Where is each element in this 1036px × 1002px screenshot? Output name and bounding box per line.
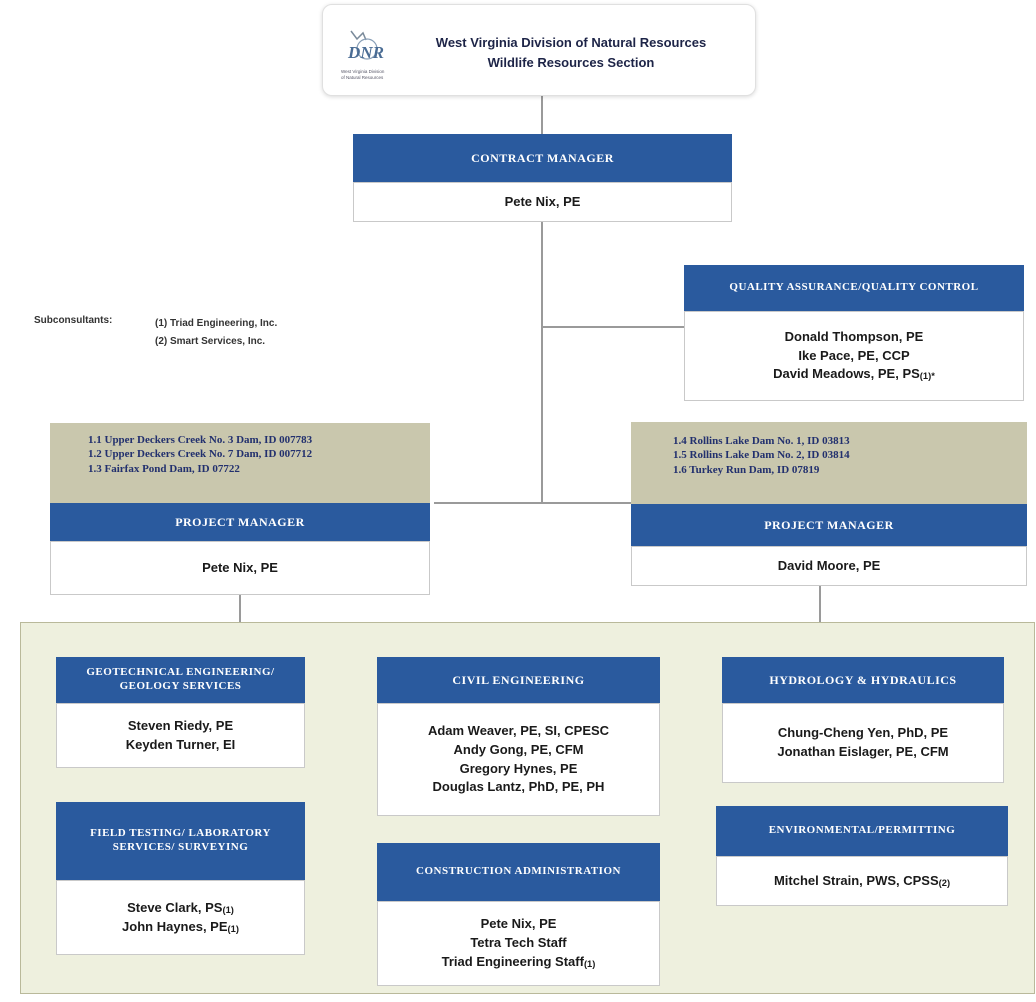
geotech-box: Steven Riedy, PE Keyden Turner, EI <box>56 703 305 768</box>
environmental-box: Mitchel Strain, PWS, CPSS(2) <box>716 856 1008 906</box>
hydro-person-2: Jonathan Eislager, PE, CFM <box>777 744 949 759</box>
civil-header: CIVIL ENGINEERING <box>377 657 660 703</box>
left-dam-list: 1.1 Upper Deckers Creek No. 3 Dam, ID 00… <box>50 423 430 503</box>
contract-manager-name: Pete Nix, PE <box>504 193 581 209</box>
qa-person-3-note: (1)* <box>919 371 935 382</box>
civil-person-4: Douglas Lantz, PhD, PE, PH <box>432 779 605 795</box>
dam-1-6: 1.6 Turkey Run Dam, ID 07819 <box>673 463 820 476</box>
geotech-header: GEOTECHNICAL ENGINEERING/ GEOLOGY SERVIC… <box>56 657 305 703</box>
qa-qc-box: Donald Thompson, PE Ike Pace, PE, CCP Da… <box>684 311 1024 401</box>
subconsultant-2: (2) Smart Services, Inc. <box>155 336 266 347</box>
dam-1-3: 1.3 Fairfax Pond Dam, ID 07722 <box>88 462 240 475</box>
organization-header: DNR West Virginia Division of Natural Re… <box>322 4 756 96</box>
civil-person-1: Adam Weaver, PE, SI, CPESC <box>427 722 610 738</box>
civil-box: Adam Weaver, PE, SI, CPESC Andy Gong, PE… <box>377 703 660 816</box>
dam-1-5: 1.5 Rollins Lake Dam No. 2, ID 03814 <box>673 449 850 462</box>
construction-header: CONSTRUCTION ADMINISTRATION <box>377 843 660 901</box>
dnr-logo: DNR West Virginia Division of Natural Re… <box>333 25 397 89</box>
qa-person-1: Donald Thompson, PE <box>784 328 924 344</box>
environmental-header: ENVIRONMENTAL/PERMITTING <box>716 806 1008 856</box>
hydro-header: HYDROLOGY & HYDRAULICS <box>722 657 1004 703</box>
civil-person-3: Gregory Hynes, PE <box>459 760 578 776</box>
left-project-manager-box: Pete Nix, PE <box>50 541 430 595</box>
construction-box: Pete Nix, PE Tetra Tech Staff Triad Engi… <box>377 901 660 986</box>
left-project-manager-header: PROJECT MANAGER <box>50 503 430 541</box>
field-person-1-note: (1) <box>222 904 234 915</box>
connector-right-pm-teams <box>819 585 821 623</box>
construction-person-3-note: (1) <box>583 958 596 969</box>
contract-manager-box: Pete Nix, PE <box>353 182 732 222</box>
contract-manager-header: CONTRACT MANAGER <box>353 134 732 182</box>
geotech-person-1: Steven Riedy, PE <box>127 717 234 733</box>
field-person-2-note: (1) <box>227 923 239 934</box>
civil-person-2: Andy Gong, PE, CFM <box>453 741 584 757</box>
connector-project-horizontal <box>434 502 631 504</box>
right-dam-list: 1.4 Rollins Lake Dam No. 1, ID 03813 1.5… <box>631 422 1027 504</box>
dam-1-1: 1.1 Upper Deckers Creek No. 3 Dam, ID 00… <box>88 434 313 446</box>
connector-header-contract <box>541 96 543 134</box>
field-testing-box: Steve Clark, PS(1) John Haynes, PE(1) <box>56 880 305 955</box>
right-project-manager-header: PROJECT MANAGER <box>631 504 1027 546</box>
svg-text:of Natural Resources: of Natural Resources <box>341 75 384 80</box>
header-line-2: Wildlife Resources Section <box>487 54 655 70</box>
header-line-1: West Virginia Division of Natural Resour… <box>435 35 707 50</box>
logo-caption: West Virginia Division <box>341 69 385 74</box>
construction-person-3: Triad Engineering Staff(1) <box>441 953 596 969</box>
geotech-person-2: Keyden Turner, EI <box>125 736 236 752</box>
qa-person-3: David Meadows, PE, PS(1)* <box>773 366 935 382</box>
header-title: West Virginia Division of Natural Resour… <box>401 33 741 72</box>
field-person-2: John Haynes, PE(1) <box>122 918 239 934</box>
dam-1-4: 1.4 Rollins Lake Dam No. 1, ID 03813 <box>673 435 850 447</box>
dam-1-2: 1.2 Upper Deckers Creek No. 7 Dam, ID 00… <box>88 448 313 461</box>
right-project-manager-box: David Moore, PE <box>631 546 1027 586</box>
field-testing-header: FIELD TESTING/ LABORATORY SERVICES/ SURV… <box>56 802 305 880</box>
environmental-person-1-note: (2) <box>938 877 951 888</box>
construction-person-1: Pete Nix, PE <box>480 916 557 932</box>
construction-person-2: Tetra Tech Staff <box>470 935 567 951</box>
subconsultant-1: (1) Triad Engineering, Inc. <box>155 318 278 329</box>
hydro-box: Chung-Cheng Yen, PhD, PE Jonathan Eislag… <box>722 703 1004 783</box>
subconsultants-label: Subconsultants: <box>34 315 113 326</box>
qa-person-2: Ike Pace, PE, CCP <box>798 347 910 363</box>
right-project-manager-name: David Moore, PE <box>777 557 881 573</box>
field-person-1: Steve Clark, PS(1) <box>127 899 234 915</box>
connector-left-pm-teams <box>239 595 241 623</box>
left-project-manager-name: Pete Nix, PE <box>202 559 278 575</box>
hydro-person-1: Chung-Cheng Yen, PhD, PE <box>777 725 949 741</box>
logo-text: DNR <box>347 43 384 62</box>
subconsultants-list: (1) Triad Engineering, Inc. (2) Smart Se… <box>155 315 277 351</box>
connector-contract-trunk <box>541 221 543 503</box>
connector-trunk-qa <box>541 326 685 328</box>
environmental-person-1: Mitchel Strain, PWS, CPSS(2) <box>773 872 951 888</box>
qa-qc-header: QUALITY ASSURANCE/QUALITY CONTROL <box>684 265 1024 311</box>
